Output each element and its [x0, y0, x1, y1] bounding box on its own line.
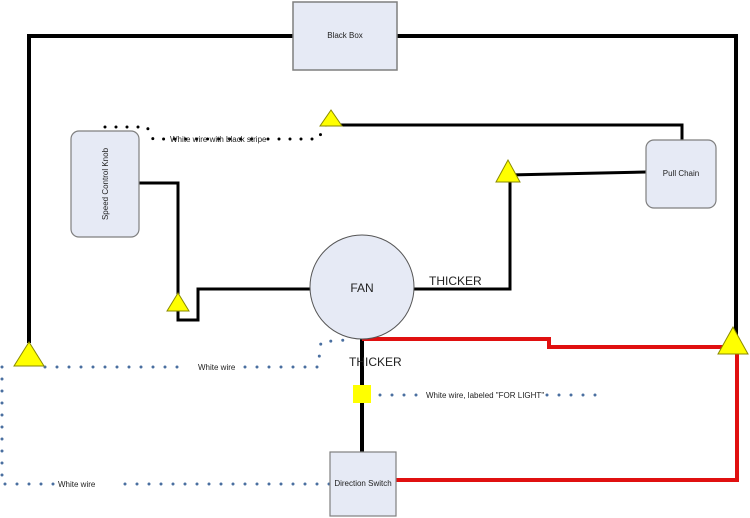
direction-switch-label: Direction Switch	[334, 479, 391, 488]
black-box: Black Box	[292, 1, 398, 71]
connector-triangle-left	[13, 341, 45, 367]
connector-triangle-top	[319, 109, 343, 127]
speed-control-knob: Speed Control Knob	[70, 130, 140, 238]
wire-black-box-left	[27, 34, 293, 343]
label-white-wire-upper: White wire	[198, 363, 236, 372]
connector-triangle-speed	[166, 292, 190, 312]
direction-switch: Direction Switch	[329, 451, 397, 517]
wire-pull-chain-side	[507, 170, 647, 177]
connector-triangle-pull	[495, 158, 521, 183]
connector-triangle-right	[717, 325, 749, 355]
black-box-label: Black Box	[327, 31, 363, 40]
pull-chain-label: Pull Chain	[663, 169, 699, 178]
wire-white-black-stripe	[103, 125, 262, 141]
wire-white-black-stripe-right	[266, 123, 328, 141]
label-thicker-right: THICKER	[429, 274, 482, 288]
fan-label: FAN	[350, 281, 373, 295]
pull-chain: Pull Chain	[645, 139, 717, 209]
wire-red-fan	[362, 337, 726, 349]
label-white-black-stripe: White wire with black stripe	[170, 135, 267, 144]
connector-square-light	[353, 385, 371, 403]
wire-white-upper-right	[243, 338, 347, 369]
fan: FAN	[309, 234, 415, 340]
wire-pull-chain-top	[330, 123, 684, 141]
label-for-light: White wire, labeled "FOR LIGHT"	[426, 391, 544, 400]
wire-white-left-loop	[0, 365, 57, 486]
label-thicker-down: THICKER	[349, 355, 402, 369]
wire-black-box-right	[397, 34, 738, 335]
speed-control-knob-label: Speed Control Knob	[101, 147, 110, 220]
wire-fan-thicker	[413, 175, 512, 291]
wire-red-direction	[396, 354, 739, 482]
label-white-wire-lower: White wire	[58, 480, 96, 489]
wire-speed-knob	[139, 181, 312, 322]
